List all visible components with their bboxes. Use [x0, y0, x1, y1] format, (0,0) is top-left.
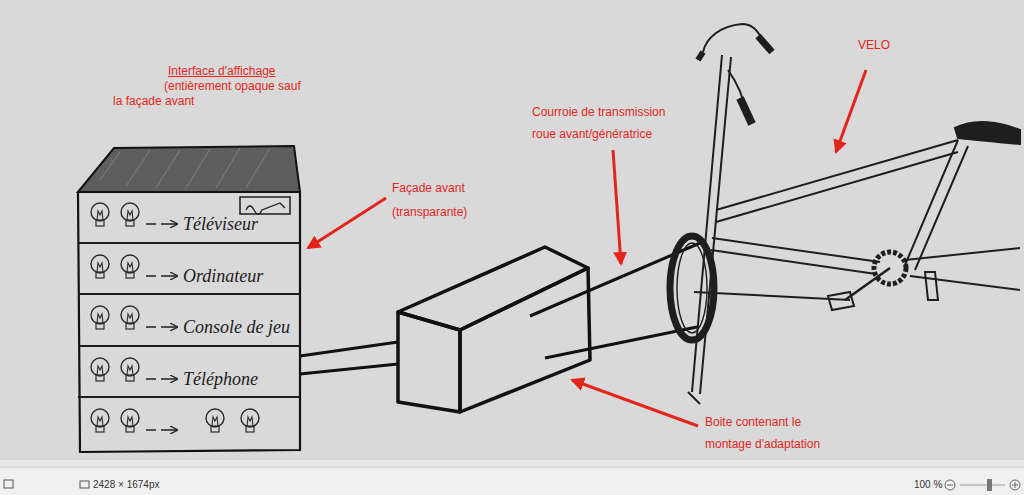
bulb-symbol — [121, 358, 139, 381]
pointer-arrow — [613, 150, 621, 264]
device-row: Ordinateur — [78, 244, 300, 296]
status-icon — [4, 480, 13, 488]
status-bar — [0, 467, 1024, 495]
pointer-arrow — [572, 380, 698, 426]
handlebar — [703, 24, 762, 52]
device-row: Console de jeu — [78, 295, 300, 347]
down-tube — [711, 238, 880, 274]
bulb-symbol — [91, 203, 109, 226]
zoom-thumb — [987, 479, 992, 491]
fork-tip — [688, 392, 700, 404]
bulb-symbol — [121, 409, 139, 432]
zoom-in-button — [1010, 480, 1020, 490]
bulb-symbol — [91, 409, 109, 432]
zoom-text: 100 % — [914, 479, 942, 491]
bulb-symbol — [91, 306, 109, 329]
dashed-arrow — [146, 223, 177, 224]
pointer-arrow — [836, 70, 866, 152]
zoom-slider — [960, 485, 1005, 486]
pointer-arrow — [308, 198, 386, 248]
grip — [758, 36, 772, 52]
device-row: Téléphone — [78, 347, 300, 399]
dashed-arrow — [146, 378, 177, 379]
note-callout: (entièrement opaque sauf la façade avant — [113, 79, 305, 109]
bulb-symbol — [121, 203, 139, 226]
dashed-arrow — [146, 275, 177, 276]
bulb-symbol — [206, 409, 224, 432]
scroll-strip — [0, 460, 1024, 467]
status-border — [0, 467, 1024, 468]
bicycle-drawing — [670, 24, 1020, 404]
dashed-arrow — [146, 429, 177, 430]
wire — [300, 342, 398, 356]
box-top — [398, 247, 588, 330]
cabinet-front — [78, 192, 300, 452]
size-icon — [80, 481, 89, 488]
belt-line — [545, 327, 697, 358]
kickstand — [925, 272, 938, 300]
row-text: Téléviseur — [183, 214, 258, 235]
panel-scribble — [246, 203, 285, 214]
status-text: 2428 × 1674px — [93, 479, 159, 491]
seat-tube — [905, 140, 968, 270]
pedal — [828, 292, 854, 310]
cabinet-top — [78, 146, 300, 192]
bulb-symbol — [121, 255, 139, 278]
fork — [692, 55, 731, 394]
zoom-out-sign — [947, 485, 953, 486]
chain-line — [694, 292, 850, 300]
row-text: Ordinateur — [183, 266, 263, 287]
bulb-symbol — [121, 306, 139, 329]
saddle — [955, 122, 1020, 144]
facade-callout: Façade avant (transparante) — [392, 176, 487, 224]
front-rim — [677, 243, 707, 333]
dashed-arrow — [146, 326, 177, 327]
grip — [698, 52, 703, 60]
box-side — [460, 268, 590, 412]
title-callout: Interface d'affichage — [168, 64, 275, 78]
paper-ground — [0, 0, 1024, 460]
wire — [300, 364, 398, 374]
box-callout: Boite contenant le montage d'adaptation — [705, 411, 840, 455]
zoom-out-button — [945, 480, 955, 490]
chain-stay — [905, 248, 1020, 290]
bulb-symbol — [241, 409, 259, 432]
zoom-in-sign — [1012, 482, 1018, 488]
row-text: Téléphone — [183, 369, 258, 390]
row-text: Console de jeu — [183, 317, 290, 338]
bike-callout: VELO — [858, 38, 890, 52]
top-hatching — [100, 148, 270, 188]
small-panel — [240, 197, 290, 214]
device-row: Téléviseur — [78, 192, 300, 244]
bulb-symbol — [91, 255, 109, 278]
belt-callout: Courroie de transmission roue avant/géné… — [532, 101, 692, 145]
bulb-symbol — [91, 358, 109, 381]
grip — [740, 98, 752, 124]
